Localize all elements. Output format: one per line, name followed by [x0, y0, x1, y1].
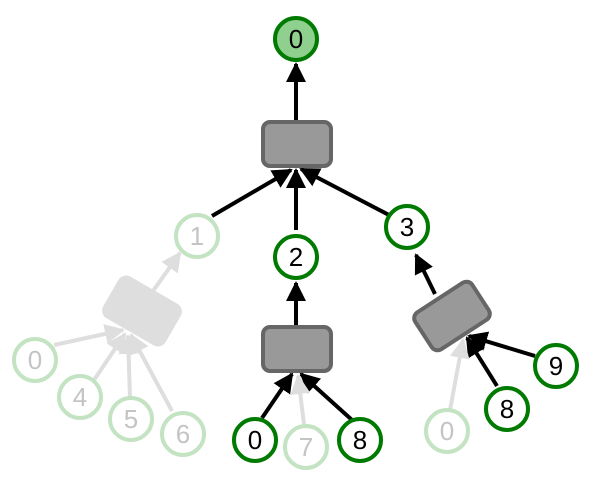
node-left-leaf-a-label: 0: [28, 345, 42, 375]
edge-right-leaf-c-to-right-box: [467, 331, 536, 358]
node-center-mid: 2: [273, 234, 319, 280]
node-right-mid-label: 3: [400, 212, 414, 242]
node-center-leaf-b-label: 7: [299, 432, 313, 462]
edge-left-leaf-b-to-left-box: [90, 332, 127, 385]
node-right-leaf-c-label: 9: [549, 351, 563, 381]
top-box: [261, 120, 333, 168]
node-right-leaf-b-label: 8: [500, 394, 514, 424]
node-left-mid: 1: [174, 213, 220, 259]
edge-right-leaf-a-to-right-box: [448, 338, 470, 411]
node-left-leaf-c-label: 5: [124, 404, 138, 434]
node-center-leaf-a-label: 0: [248, 425, 262, 455]
node-left-leaf-b-label: 4: [73, 382, 87, 412]
node-root-label: 0: [289, 24, 303, 54]
edge-left-leaf-c-to-left-box: [118, 334, 139, 399]
edge-right-box-to-right-mid: [414, 253, 437, 295]
node-root: 0: [273, 16, 319, 62]
node-center-leaf-c: 8: [337, 417, 383, 463]
node-left-leaf-b: 4: [57, 374, 103, 420]
edge-left-leaf-d-to-left-box: [129, 333, 174, 412]
node-center-mid-label: 2: [289, 242, 303, 272]
right-box: [412, 279, 492, 353]
node-left-leaf-d: 6: [160, 411, 206, 457]
node-right-mid: 3: [384, 204, 430, 250]
faded-nodes: 1 0 4 5 6 7 0: [12, 213, 470, 470]
node-left-leaf-d-label: 6: [176, 419, 190, 449]
active-edges: [210, 62, 536, 422]
node-left-leaf-a: 0: [12, 337, 58, 383]
edge-center-leaf-b-to-center-box: [290, 374, 311, 425]
node-center-leaf-a: 0: [232, 417, 278, 463]
node-left-mid-label: 1: [190, 221, 204, 251]
edge-right-leaf-b-to-right-box: [465, 336, 499, 388]
edge-left-leaf-a-to-left-box: [53, 324, 125, 347]
node-left-leaf-c: 5: [108, 396, 154, 442]
edge-center-leaf-c-to-center-box: [299, 372, 354, 422]
node-right-leaf-b: 8: [484, 386, 530, 432]
node-center-leaf-b: 7: [283, 424, 329, 470]
faded-edges-extra: [290, 338, 470, 425]
node-right-leaf-a: 0: [424, 408, 470, 454]
edge-center-leaf-a-to-center-box: [260, 372, 294, 420]
edge-left-mid-to-top-box: [210, 168, 293, 218]
node-center-leaf-c-label: 8: [353, 425, 367, 455]
node-right-leaf-a-label: 0: [440, 416, 454, 446]
edge-right-mid-to-top-box: [299, 167, 390, 217]
active-nodes: 0 2 3 0 8 8 9: [232, 16, 579, 463]
center-box: [261, 325, 333, 373]
faded-left-edges: [53, 251, 182, 412]
edge-left-box-to-left-mid: [151, 251, 182, 293]
faded-left-box: [102, 275, 182, 347]
node-right-leaf-c: 9: [533, 343, 579, 389]
